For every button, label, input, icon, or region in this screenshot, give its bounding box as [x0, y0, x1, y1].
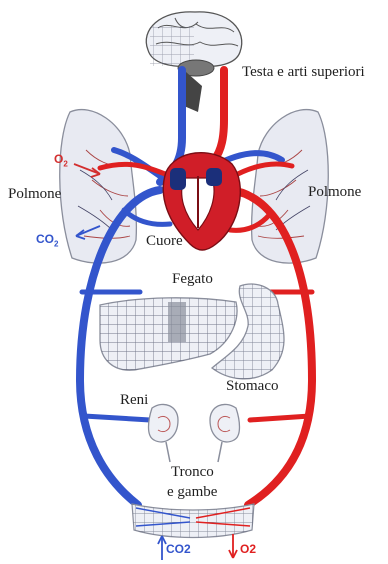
co2-subscript: 2 — [54, 239, 58, 248]
kidneys — [149, 404, 240, 462]
o2-text: O — [54, 152, 63, 166]
label-lung-right: Polmone — [308, 184, 361, 200]
label-co2-bottom: CO2 — [166, 542, 191, 556]
capillary-bed — [132, 504, 254, 538]
label-head: Testa e arti superiori — [242, 64, 365, 80]
label-o2-bottom: O2 — [240, 542, 256, 556]
label-liver: Fegato — [172, 271, 213, 287]
lung-left-organ — [60, 110, 137, 264]
label-heart: Cuore — [146, 233, 183, 249]
label-lung-left: Polmone — [8, 186, 61, 202]
label-kidneys: Reni — [120, 392, 148, 408]
co2-text: CO — [36, 232, 54, 246]
label-co2-out: CO2 — [36, 232, 58, 248]
label-trunk-line1: Tronco — [171, 464, 214, 480]
label-stomach: Stomaco — [226, 378, 279, 394]
label-o2-in: O2 — [54, 152, 68, 168]
o2-subscript: 2 — [63, 159, 67, 168]
liver — [100, 298, 237, 370]
label-trunk-line2: e gambe — [167, 484, 217, 500]
